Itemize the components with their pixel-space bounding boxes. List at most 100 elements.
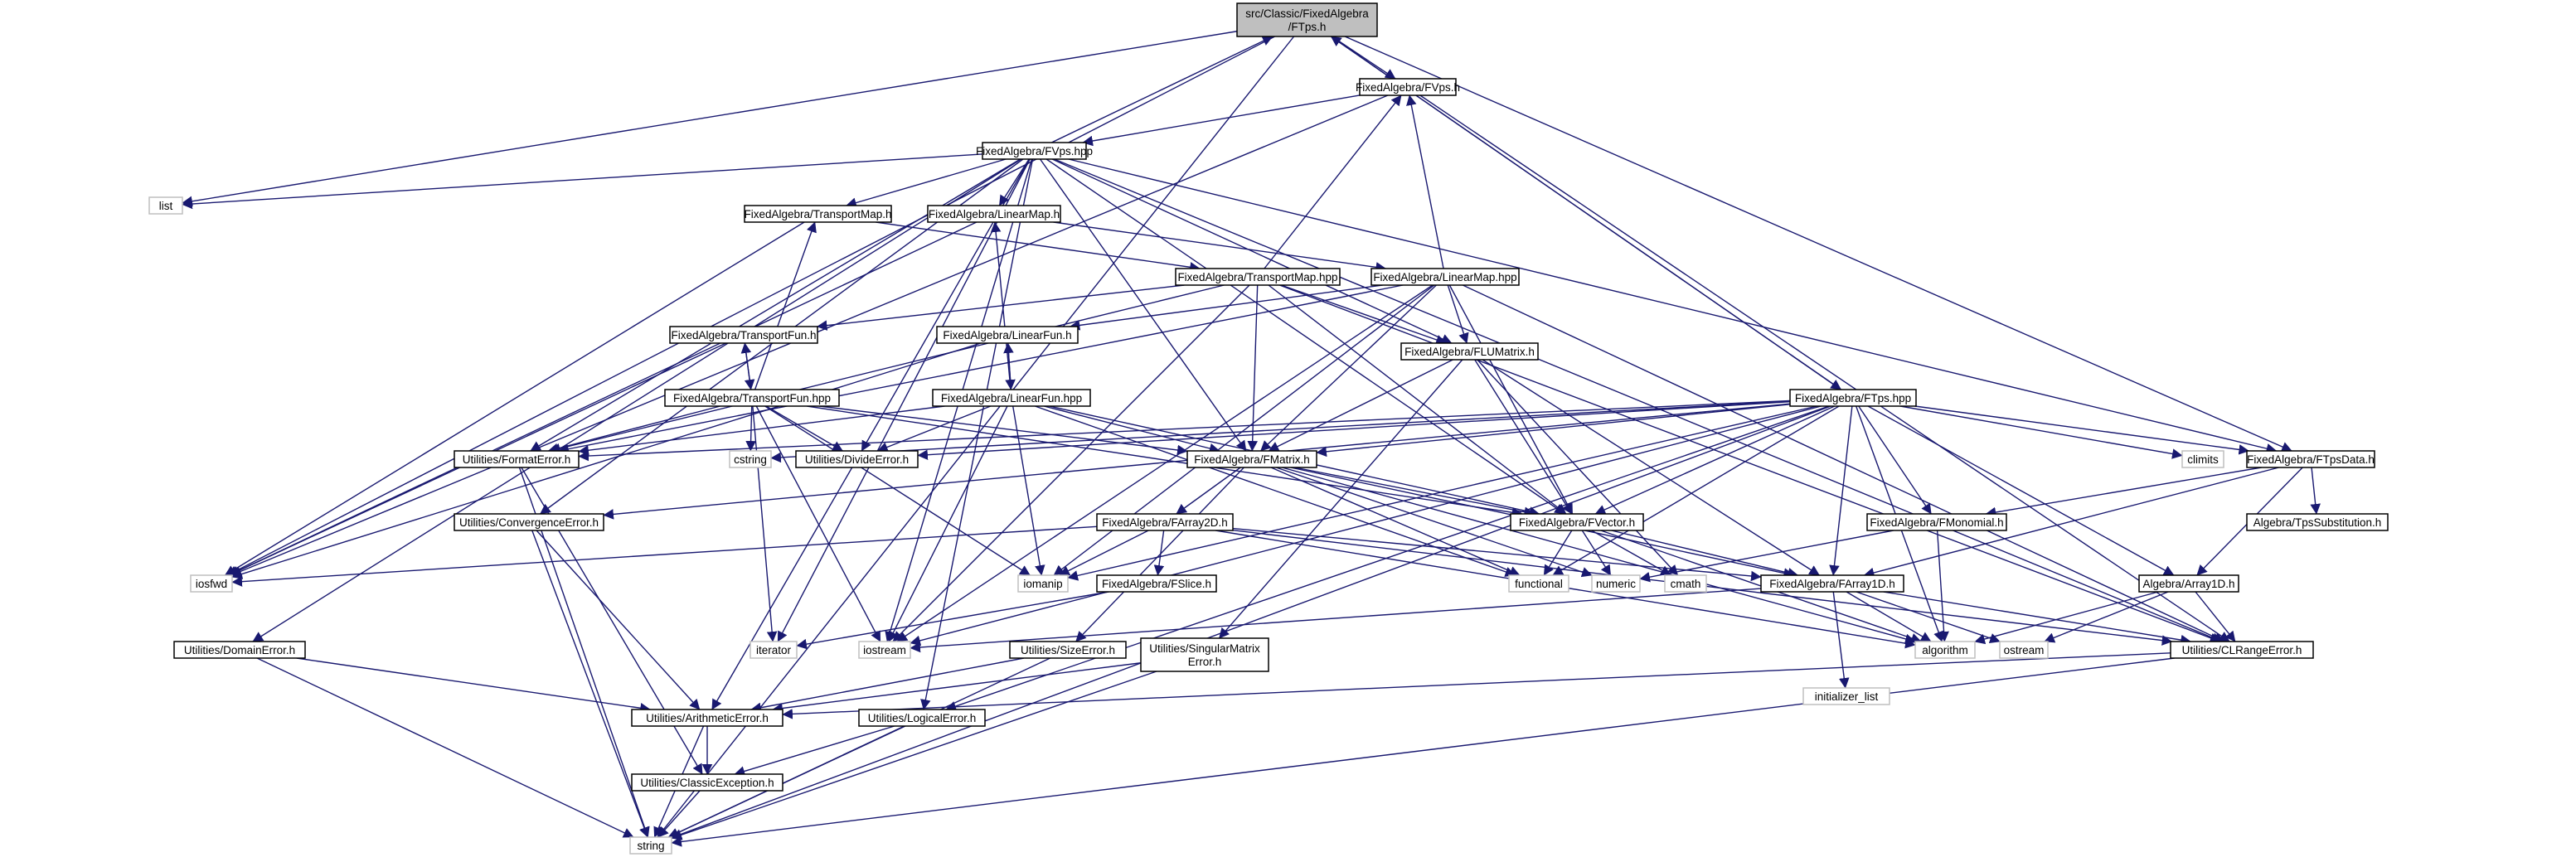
- node-initializer-list: initializer_list: [1802, 687, 1890, 705]
- edge-flumatrix_h-to-fmatrix_h: [1268, 359, 1453, 452]
- edge-farray2d_h-to-farray1d_h: [1232, 527, 1762, 582]
- node-linearfun-h[interactable]: FixedAlgebra/LinearFun.h: [936, 326, 1079, 344]
- node-box: [664, 389, 840, 407]
- node-climits: climits: [2181, 450, 2224, 468]
- node-label: iosfwd: [196, 578, 227, 590]
- node-box: [729, 450, 772, 468]
- node-linearmap-h[interactable]: FixedAlgebra/LinearMap.h: [927, 205, 1061, 223]
- edges-layer: [182, 31, 2321, 847]
- node-linearfun-hpp[interactable]: FixedAlgebra/LinearFun.hpp: [932, 389, 1091, 407]
- edge-transportmap_hpp-to-flumatrix_h: [1281, 284, 1447, 345]
- edge-ftps_hpp-to-iomanip: [1067, 405, 1817, 581]
- node-fslice-h[interactable]: FixedAlgebra/FSlice.h: [1096, 574, 1217, 593]
- node-sizeerror-h[interactable]: Utilities/SizeError.h: [1009, 641, 1127, 659]
- edge-fmonomial_h-to-numeric: [1639, 530, 1894, 583]
- node-ftps-h[interactable]: src/Classic/FixedAlgebra/FTps.h: [1236, 2, 1378, 37]
- node-box: [858, 709, 986, 727]
- edge-linearmap_hpp-to-iomanip: [1053, 284, 1435, 576]
- node-box: [1096, 574, 1217, 593]
- node-fvps-h[interactable]: FixedAlgebra/FVps.h: [1356, 78, 1460, 96]
- node-transportfun-hpp[interactable]: FixedAlgebra/TransportFun.hpp: [664, 389, 840, 407]
- node-transportmap-hpp[interactable]: FixedAlgebra/TransportMap.hpp: [1175, 268, 1341, 286]
- edge-ftpsdata_h-to-tpssubstitution_h: [2310, 467, 2321, 515]
- node-fmatrix-h[interactable]: FixedAlgebra/FMatrix.h: [1186, 450, 1317, 468]
- node-transportfun-h[interactable]: FixedAlgebra/TransportFun.h: [669, 326, 818, 344]
- node-label: Utilities/LogicalError.h: [868, 712, 977, 724]
- node-farray1d-h[interactable]: FixedAlgebra/FArray1D.h: [1760, 574, 1904, 593]
- edge-ftps_hpp-to-fmatrix_h: [1316, 404, 1791, 458]
- node-ftpsdata-h[interactable]: FixedAlgebra/FTpsData.h: [2246, 450, 2375, 468]
- node-divideerror-h[interactable]: Utilities/DivideError.h: [795, 450, 919, 468]
- node-label: Utilities/ArithmeticError.h: [646, 712, 769, 724]
- node-label: iterator: [756, 644, 792, 656]
- node-arithmeticerror-h[interactable]: Utilities/ArithmeticError.h: [631, 709, 783, 727]
- node-ftps-hpp[interactable]: FixedAlgebra/FTps.hpp: [1789, 389, 1917, 407]
- node-box: [173, 641, 306, 659]
- edge-ftps_h-to-iosfwd: [226, 36, 1275, 576]
- edge-flumatrix_h-to-fvector_h: [1474, 359, 1573, 515]
- edge-domainerror_h-to-string: [256, 657, 634, 838]
- edge-ftps_hpp-to-climits: [1899, 405, 2183, 459]
- node-logicalerror-h[interactable]: Utilities/LogicalError.h: [858, 709, 986, 727]
- node-tpssubstitution-h[interactable]: Algebra/TpsSubstitution.h: [2246, 513, 2389, 531]
- edge-transportmap_h-to-iosfwd: [224, 221, 805, 576]
- node-box: [1175, 268, 1341, 286]
- edge-fvps_hpp-to-ftpsdata_h: [1068, 158, 2278, 454]
- node-box: [148, 196, 183, 215]
- node-formaterror-h[interactable]: Utilities/FormatError.h: [454, 450, 580, 468]
- node-string: string: [629, 836, 672, 855]
- node-label: ostream: [2004, 644, 2045, 656]
- node-domainerror-h[interactable]: Utilities/DomainError.h: [173, 641, 306, 659]
- node-box: [744, 205, 892, 223]
- node-iosfwd: iosfwd: [190, 574, 233, 593]
- node-label: FixedAlgebra/FMonomial.h: [1870, 516, 2003, 529]
- node-clrangeerror-h[interactable]: Utilities/CLRangeError.h: [2170, 641, 2314, 659]
- node-box: [1009, 641, 1127, 659]
- node-label: string: [637, 840, 664, 852]
- edge-fmatrix_h-to-numeric: [1276, 467, 1593, 578]
- edge-linearmap_hpp-to-fvps_h: [1406, 94, 1444, 269]
- node-box: [454, 513, 604, 531]
- edge-clrangeerror_h-to-arithmeticerror_h: [782, 652, 2171, 719]
- node-label: FixedAlgebra/LinearFun.hpp: [941, 392, 1082, 404]
- node-linearmap-hpp[interactable]: FixedAlgebra/LinearMap.hpp: [1370, 268, 1520, 286]
- node-fvps-hpp[interactable]: FixedAlgebra/FVps.hpp: [976, 142, 1093, 160]
- edge-ftps_hpp-to-string: [671, 405, 1831, 840]
- edge-farray1d_h-to-initializer_list: [1832, 591, 1850, 689]
- node-label: initializer_list: [1815, 690, 1879, 703]
- edge-farray1d_h-to-clrangeerror_h: [1883, 591, 2191, 646]
- edge-transportfun_hpp-to-transportmap_h: [754, 221, 817, 390]
- edge-transportfun_hpp-to-formaterror_h: [547, 405, 720, 454]
- edge-fvps_hpp-to-formaterror_h: [530, 158, 1021, 452]
- node-label: FixedAlgebra/FVps.h: [1356, 81, 1460, 94]
- node-box: [1789, 389, 1917, 407]
- node-box: [1096, 513, 1234, 531]
- node-box: [1400, 342, 1539, 361]
- node-box: [629, 836, 672, 855]
- edge-fvps_hpp-to-flumatrix_h: [1051, 158, 1453, 344]
- node-fmonomial-h[interactable]: FixedAlgebra/FMonomial.h: [1866, 513, 2007, 531]
- node-farray2d-h[interactable]: FixedAlgebra/FArray2D.h: [1096, 513, 1234, 531]
- node-label: list: [159, 200, 173, 212]
- edge-transportmap_hpp-to-fmatrix_h: [1247, 284, 1259, 452]
- node-algorithm: algorithm: [1914, 641, 1976, 659]
- node-label: Utilities/SingularMatrix: [1149, 642, 1260, 655]
- node-box: [2246, 513, 2389, 531]
- node-classicexception-h[interactable]: Utilities/ClassicException.h: [631, 773, 783, 792]
- node-fvector-h[interactable]: FixedAlgebra/FVector.h: [1510, 513, 1644, 531]
- edge-linearmap_h-to-linearmap_hpp: [1053, 221, 1387, 273]
- node-convergenceerror-h[interactable]: Utilities/ConvergenceError.h: [454, 513, 604, 531]
- node-box: [454, 450, 580, 468]
- node-array1d-h[interactable]: Algebra/Array1D.h: [2138, 574, 2239, 593]
- edge-transportmap_hpp-to-clrangeerror_h: [1279, 284, 2221, 643]
- node-flumatrix-h[interactable]: FixedAlgebra/FLUMatrix.h: [1400, 342, 1539, 361]
- node-box: [2246, 450, 2375, 468]
- node-label: iostream: [863, 644, 906, 656]
- node-label: Utilities/CLRangeError.h: [2182, 644, 2302, 656]
- edge-fvector_h-to-cmath: [1591, 530, 1671, 576]
- edge-transportmap_hpp-to-formaterror_h: [550, 284, 1225, 454]
- edge-fmatrix_h-to-sizeerror_h: [1075, 467, 1244, 642]
- node-transportmap-h[interactable]: FixedAlgebra/TransportMap.h: [744, 205, 892, 223]
- edge-flumatrix_h-to-singularmatrixerror_h: [1218, 359, 1463, 639]
